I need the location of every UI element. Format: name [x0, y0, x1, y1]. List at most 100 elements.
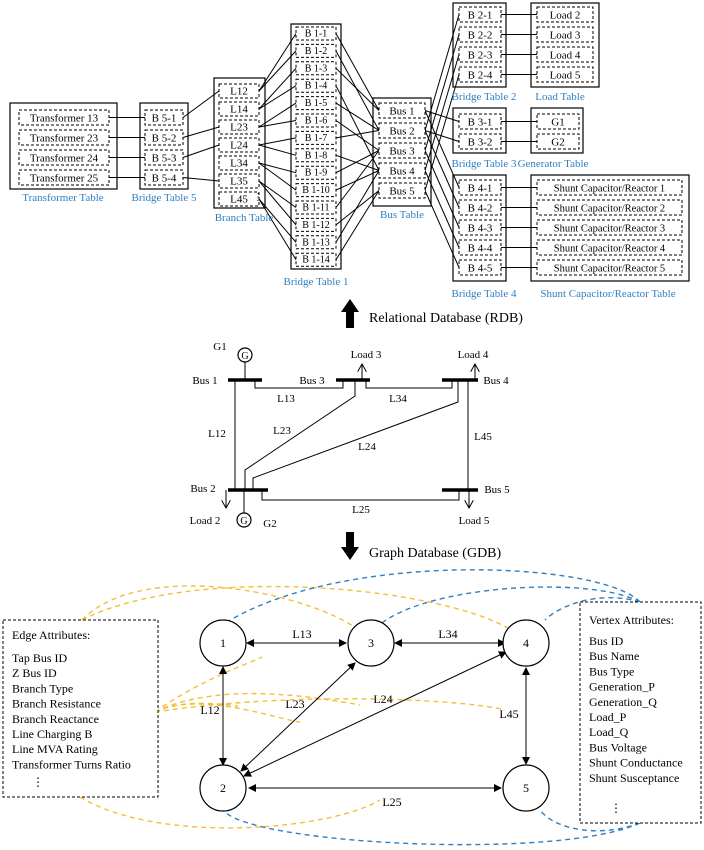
label-bus5: Bus 5	[484, 484, 510, 496]
edge-attributes-ellipsis: ⋮	[32, 775, 44, 789]
load-table-row	[536, 26, 594, 43]
graph-node-1	[199, 619, 247, 667]
label-l13: L13	[277, 393, 295, 405]
bridge-table-2-row	[458, 66, 502, 83]
vertex-attributes-ellipsis: ⋮	[610, 801, 622, 815]
bridge-table-1-row-label: B 1-2	[305, 46, 328, 57]
bridge-table-4-row	[458, 179, 502, 196]
bus-table-row	[378, 142, 426, 159]
bridge-table-3-caption: Bridge Table 3	[451, 158, 517, 170]
bridge-table-1-row	[295, 183, 337, 198]
bridge-table-1-row	[295, 148, 337, 163]
branch-table-row	[218, 155, 260, 171]
label-load5: Load 5	[459, 515, 490, 527]
branch-table-row-label: L35	[230, 176, 248, 188]
bridge-table-1-row	[295, 26, 337, 41]
bridge-table-1-row	[295, 43, 337, 58]
vertex-attribute-item: Generation_Q	[589, 695, 657, 709]
rdb-link	[335, 33, 380, 111]
label-bus1: Bus 1	[192, 375, 217, 387]
branch-table-row	[218, 101, 260, 117]
bridge-table-4-row-label: B 4-3	[468, 223, 493, 235]
bridge-table-3-row	[458, 113, 502, 130]
label-l45: L45	[474, 431, 492, 443]
transformer-table-row-label: Transformer 13	[30, 113, 99, 125]
rdb-link	[335, 170, 380, 243]
bridge-table-1-row-label: B 1-12	[302, 220, 330, 231]
bridge-table-5-row-label: B 5-1	[152, 113, 177, 125]
branch-table-row	[218, 137, 260, 153]
branch-table-row-label: L12	[230, 86, 248, 98]
bridge-table-1-row-label: B 1-11	[302, 203, 329, 214]
bridge-table-1-row-label: B 1-7	[305, 133, 328, 144]
edge-attribute-item: Transformer Turns Ratio	[12, 757, 131, 771]
generator-table-row	[536, 113, 580, 130]
vertex-attribute-item: Bus Name	[589, 649, 639, 663]
bridge-table-2-row-label: B 2-2	[468, 30, 493, 42]
label-bus2: Bus 2	[190, 483, 215, 495]
transformer-table-row	[18, 129, 110, 146]
rdb-link	[335, 150, 380, 208]
label-l24: L24	[358, 441, 376, 453]
branch-table-row	[218, 191, 260, 207]
bridge-table-4-row	[458, 239, 502, 256]
edge-attribute-item: Tap Bus ID	[12, 651, 67, 665]
rdb-link	[258, 198, 297, 260]
bus-table-row-label: Bus 3	[389, 146, 415, 158]
bridge-table-1-row-label: B 1-4	[305, 81, 328, 92]
svg-text:G: G	[240, 516, 247, 527]
bridge-table-4-row-label: B 4-5	[468, 263, 493, 275]
transformer-table-caption: Transformer Table	[22, 192, 104, 204]
bridge-table-1-row	[295, 252, 337, 267]
bridge-table-1-row	[295, 235, 337, 250]
shunt-table-row	[536, 219, 683, 236]
edge-label-l45: L45	[499, 707, 518, 721]
graph-node-5-label: 5	[523, 781, 529, 795]
bridge-table-2-row-label: B 2-4	[468, 70, 493, 82]
load-table-row-label: Load 3	[550, 30, 581, 42]
down-arrow-icon	[341, 532, 359, 560]
edge-label-l23: L23	[285, 697, 304, 711]
bridge-table-5-row-label: B 5-2	[152, 133, 177, 145]
transformer-table-row-label: Transformer 25	[30, 173, 99, 185]
rdb-link	[335, 190, 380, 260]
label-g1: G1	[213, 341, 226, 353]
label-l25: L25	[352, 504, 370, 516]
load-table-row-label: Load 4	[550, 50, 581, 62]
edge-attributes-list: Edge Attributes: Tap Bus IDZ Bus IDBranc…	[12, 628, 131, 771]
generator-table-caption: Generator Table	[518, 158, 589, 170]
rdb-link	[335, 150, 380, 174]
bridge-table-1-row-label: B 1-1	[305, 29, 328, 40]
bridge-table-2-row	[458, 26, 502, 43]
shunt-table-row	[536, 199, 683, 216]
bridge-table-4	[452, 174, 507, 282]
bridge-table-5-row	[144, 129, 184, 146]
shunt-table-row	[536, 259, 683, 276]
rdb-title: Relational Database (RDB)	[369, 311, 523, 326]
branch-table-row-label: L24	[230, 140, 248, 152]
branch-table-ellipsis: ⋮	[253, 192, 263, 203]
bridge-table-1-row-label: B 1-8	[305, 150, 328, 161]
graph-node-5	[502, 764, 550, 812]
label-bus3: Bus 3	[299, 375, 325, 387]
branch-table-row-label: L34	[230, 158, 248, 170]
vertex-attribute-item: Shunt Susceptance	[589, 771, 679, 785]
bridge-table-2-row	[458, 6, 502, 23]
branch-table-row-label: L23	[230, 122, 248, 134]
bridge-table-1	[290, 23, 342, 270]
edge-attribute-item: Branch Reactance	[12, 712, 99, 726]
load-table	[530, 2, 600, 88]
bridge-table-1-row	[295, 200, 337, 215]
bridge-table-1-row	[295, 96, 337, 111]
shunt-table-row	[536, 239, 683, 256]
branch-table-row	[218, 83, 260, 99]
shunt-table-row-label: Shunt Capacitor/Reactor 5	[554, 264, 665, 275]
label-load2: Load 2	[190, 515, 221, 527]
label-load3: Load 3	[351, 349, 382, 361]
label-l12: L12	[208, 428, 226, 440]
edge-attributes-title: Edge Attributes:	[12, 628, 90, 642]
shunt-table	[530, 174, 690, 282]
